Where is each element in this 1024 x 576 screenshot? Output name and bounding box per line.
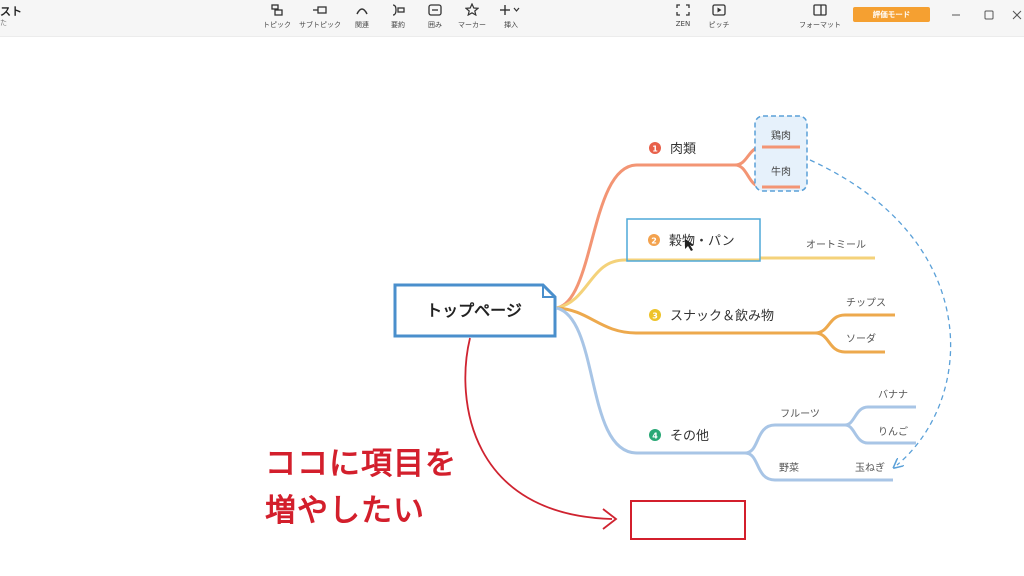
summary-icon — [376, 3, 420, 19]
badge-2-icon — [648, 234, 660, 246]
topic-vegetable[interactable]: 野菜 — [779, 462, 799, 474]
badge-3-icon — [649, 309, 661, 321]
topic-oatmeal[interactable]: オートミール — [806, 239, 866, 251]
badge-2-number: 2 — [651, 237, 657, 246]
topic-fruit[interactable]: フルーツ — [780, 409, 820, 420]
selected-topic-frame[interactable] — [626, 218, 761, 262]
relationship-arrow[interactable] — [809, 159, 952, 465]
badge-1-icon — [649, 142, 661, 154]
mouse-cursor-icon — [685, 239, 694, 251]
relation-icon — [340, 3, 384, 19]
placeholder-box — [630, 500, 746, 540]
maximize-window-icon[interactable] — [980, 7, 998, 23]
boundary-icon — [413, 3, 457, 19]
branch-line-2 — [556, 258, 760, 310]
central-topic[interactable]: トップページ — [393, 283, 557, 338]
selection-boundary[interactable] — [754, 115, 808, 192]
topic-apple[interactable]: りんご — [878, 425, 908, 438]
badge-1-number: 1 — [652, 145, 658, 154]
child-line-other — [744, 423, 893, 482]
toolbar-relation-button[interactable]: 関連 — [340, 2, 384, 34]
minimize-window-icon[interactable] — [947, 7, 965, 23]
central-topic-label: トップページ — [426, 301, 522, 320]
toolbar-marker-button[interactable]: マーカー — [450, 2, 494, 34]
toolbar-pitch-button[interactable]: ピッチ — [697, 2, 741, 34]
toolbar-zen-button[interactable]: ZEN — [661, 2, 705, 34]
toolbar-format-button[interactable]: フォーマット — [798, 2, 842, 34]
topic-icon — [255, 3, 299, 19]
child-underline-meat — [762, 145, 800, 189]
branch-line-4 — [556, 306, 745, 455]
annotation-line-1: ココに項目を — [265, 446, 457, 482]
topic-grain-bread[interactable]: 穀物・パン — [669, 234, 735, 249]
mindmap-canvas[interactable]: 鶏肉 牛肉 オートミール チップス ソーダ フルーツ バナナ りんご 野菜 玉ね… — [0, 36, 1024, 576]
annotation-line-2: 増やしたい — [265, 493, 425, 529]
topic-chips[interactable]: チップス — [846, 297, 886, 309]
annotation-arrow — [464, 337, 613, 520]
topic-beef[interactable]: 牛肉 — [771, 165, 791, 178]
topic-onion[interactable]: 玉ねぎ — [855, 461, 885, 474]
topic-snack-drink[interactable]: スナック＆飲み物 — [670, 308, 774, 324]
topic-chicken[interactable]: 鶏肉 — [771, 129, 791, 142]
top-toolbar: スト た トピック サブトピック 関連 要約 囲み マーカー — [0, 0, 1024, 37]
annotation-arrowhead — [602, 508, 618, 530]
subtopic-icon — [298, 3, 342, 19]
badge-3-number: 3 — [652, 312, 658, 321]
toolbar-topic-button[interactable]: トピック — [255, 2, 299, 34]
child-line-fruit — [844, 405, 916, 445]
insert-plus-icon — [489, 3, 533, 19]
evaluation-mode-button[interactable]: 評価モード — [853, 7, 930, 22]
fullscreen-icon — [661, 3, 705, 19]
topic-soda[interactable]: ソーダ — [846, 332, 876, 345]
branch-line-1 — [556, 163, 735, 310]
toolbar-boundary-button[interactable]: 囲み — [413, 2, 457, 34]
app-subtitle: た — [0, 19, 7, 27]
close-window-icon[interactable] — [1010, 7, 1024, 23]
badge-4-number: 4 — [652, 432, 658, 441]
pitch-play-icon — [697, 3, 741, 19]
child-line-snack — [814, 313, 895, 354]
branch-line-3 — [556, 306, 815, 335]
topic-banana[interactable]: バナナ — [878, 389, 908, 401]
app-title: スト — [0, 5, 22, 18]
topic-other[interactable]: その他 — [670, 429, 709, 444]
marker-star-icon — [450, 2, 494, 19]
toolbar-summary-button[interactable]: 要約 — [376, 2, 420, 34]
toolbar-insert-button[interactable]: 挿入 — [489, 2, 533, 34]
topic-meat[interactable]: 肉類 — [670, 142, 696, 157]
badge-4-icon — [649, 429, 661, 441]
toolbar-subtopic-button[interactable]: サブトピック — [298, 2, 342, 34]
format-panel-icon — [798, 3, 842, 19]
